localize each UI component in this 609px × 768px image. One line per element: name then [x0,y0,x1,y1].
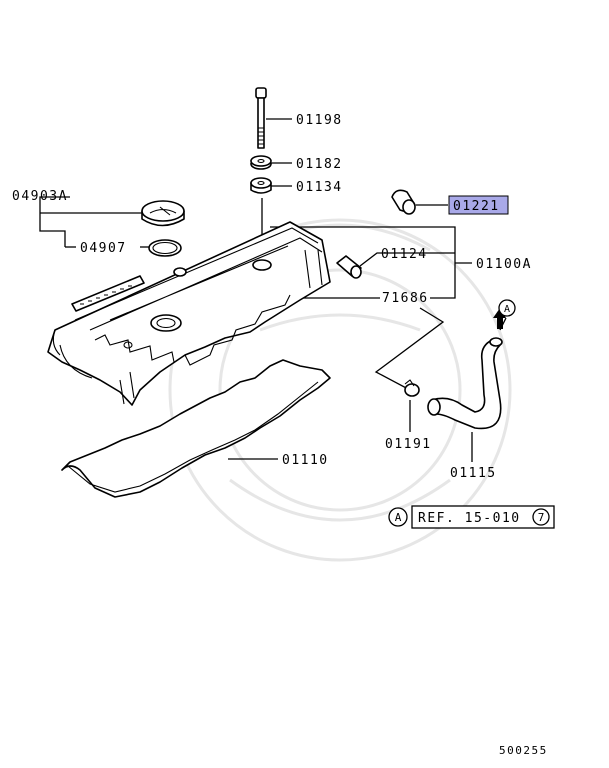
label-01100A: 01100A [476,257,532,272]
grommet-01134 [250,177,272,194]
ref-text: REF. 15-010 [418,511,521,526]
label-01124: 01124 [381,247,428,262]
label-04907: 04907 [80,241,127,256]
reference-note: A REF. 15-010 7 [388,505,555,529]
label-01221: 01221 [453,199,500,214]
svg-text:A: A [504,304,510,315]
pcv-pipe-01124 [336,255,362,279]
highlight-01221 [448,195,509,215]
hose-ref-marker: A [498,299,516,317]
label-04903A: 04903A [12,189,68,204]
label-01115: 01115 [450,466,497,481]
rocker-cover [47,221,331,406]
label-01110: 01110 [282,453,329,468]
oil-filler-cap [141,200,185,227]
oring-04907 [148,239,182,257]
plug-01221 [391,189,416,215]
label-01198: 01198 [296,113,343,128]
label-71686: 71686 [382,291,429,306]
label-01134: 01134 [296,180,343,195]
ref-number: 7 [538,511,545,524]
clamp-01191 [404,379,420,397]
label-01191: 01191 [385,437,432,452]
watermark-emblem [168,218,512,562]
gasket-01110 [61,359,331,498]
bolt-01198 [255,87,267,149]
washer-01182 [250,155,272,170]
hose-01115 [427,337,503,430]
ref-marker-letter: A [395,511,402,524]
label-01182: 01182 [296,157,343,172]
drawing-code: 500255 [499,744,548,757]
